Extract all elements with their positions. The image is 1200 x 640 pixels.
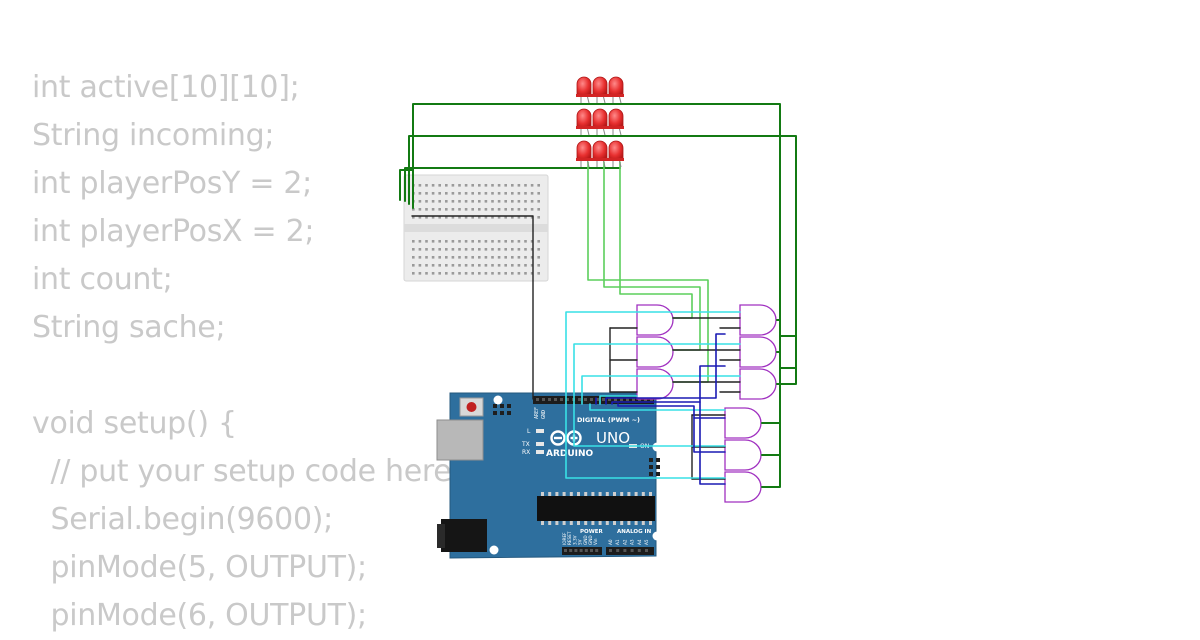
and-gate — [636, 368, 674, 400]
red-led — [576, 140, 592, 168]
analog-pin-label: A3 — [630, 539, 635, 545]
analog-pin-label: A5 — [644, 539, 649, 545]
red-led — [576, 108, 592, 136]
l-led-label: L — [527, 428, 531, 435]
power-pin-label: RESET — [567, 531, 572, 545]
power-pin-label: 3.3V — [572, 535, 577, 545]
mount-hole — [652, 531, 662, 541]
gnd-label: GND — [541, 410, 547, 419]
arduino-board: AREF GND DIGITAL (PWM ~) L TX RX ARDUINO… — [436, 392, 662, 559]
wires-cyan — [565, 311, 741, 479]
analog-label: ANALOG IN — [617, 529, 652, 535]
wires-blue — [595, 333, 726, 485]
digital-header — [533, 396, 654, 404]
breadboard-holes — [412, 184, 540, 275]
usb-connector — [436, 419, 484, 461]
code-line: pinMode(5, OUTPUT); — [32, 550, 367, 585]
aref-label: AREF — [534, 407, 540, 419]
code-line: Serial.begin(9600); — [32, 502, 333, 537]
analog-pin-label: A2 — [622, 539, 627, 545]
code-line: int count; — [32, 262, 173, 297]
red-led — [592, 108, 608, 136]
icsp-header — [649, 458, 660, 476]
and-gate — [739, 368, 777, 400]
code-line: int playerPosY = 2; — [32, 166, 312, 201]
code-line: String sache; — [32, 310, 226, 345]
power-label: POWER — [580, 529, 604, 535]
code-line: String incoming; — [32, 118, 275, 153]
digital-label: DIGITAL (PWM ~) — [577, 416, 640, 424]
and-gate — [739, 304, 777, 336]
power-pin-label: GND — [588, 535, 593, 545]
and-gate — [724, 407, 762, 439]
and-gate — [724, 439, 762, 471]
mount-hole — [652, 442, 662, 452]
and-gate — [636, 304, 674, 336]
arduino-brand: ARDUINO — [546, 449, 594, 459]
red-led — [592, 140, 608, 168]
red-led — [608, 76, 624, 104]
power-pin-label: Vin — [593, 538, 598, 545]
code-line: int active[10][10]; — [32, 70, 300, 105]
wires-dark-green — [399, 103, 797, 488]
code-line: void setup() { — [32, 406, 237, 441]
and-gate — [724, 471, 762, 503]
code-line: int playerPosX = 2; — [32, 214, 315, 249]
power-pin-label: GND — [583, 535, 588, 545]
red-led — [608, 108, 624, 136]
code-editor: int active[10][10]; String incoming; int p… — [32, 64, 452, 640]
wires-black — [411, 215, 741, 480]
rx-label: RX — [522, 449, 530, 456]
code-line: pinMode(6, OUTPUT); — [32, 598, 367, 633]
atmega-chip — [537, 496, 655, 521]
analog-pin-label: A0 — [608, 539, 613, 545]
and-gates — [636, 304, 777, 503]
tx-label: TX — [521, 441, 530, 448]
red-led — [576, 76, 592, 104]
uno-model: UNO — [596, 429, 630, 447]
power-pin-label: IOREF — [562, 532, 567, 545]
code-line: // put your setup code here — [32, 454, 452, 489]
analog-header — [606, 547, 654, 555]
mount-hole — [493, 395, 503, 405]
red-led — [592, 76, 608, 104]
led-matrix — [576, 76, 624, 168]
mount-hole — [489, 545, 499, 555]
analog-pin-label: A4 — [637, 539, 642, 545]
and-gate — [739, 336, 777, 368]
red-led — [608, 140, 624, 168]
breadboard — [403, 174, 549, 282]
power-jack — [441, 519, 487, 552]
and-gate — [636, 336, 674, 368]
analog-pin-label: A1 — [615, 539, 620, 545]
power-pin-label: 5V — [578, 539, 583, 545]
